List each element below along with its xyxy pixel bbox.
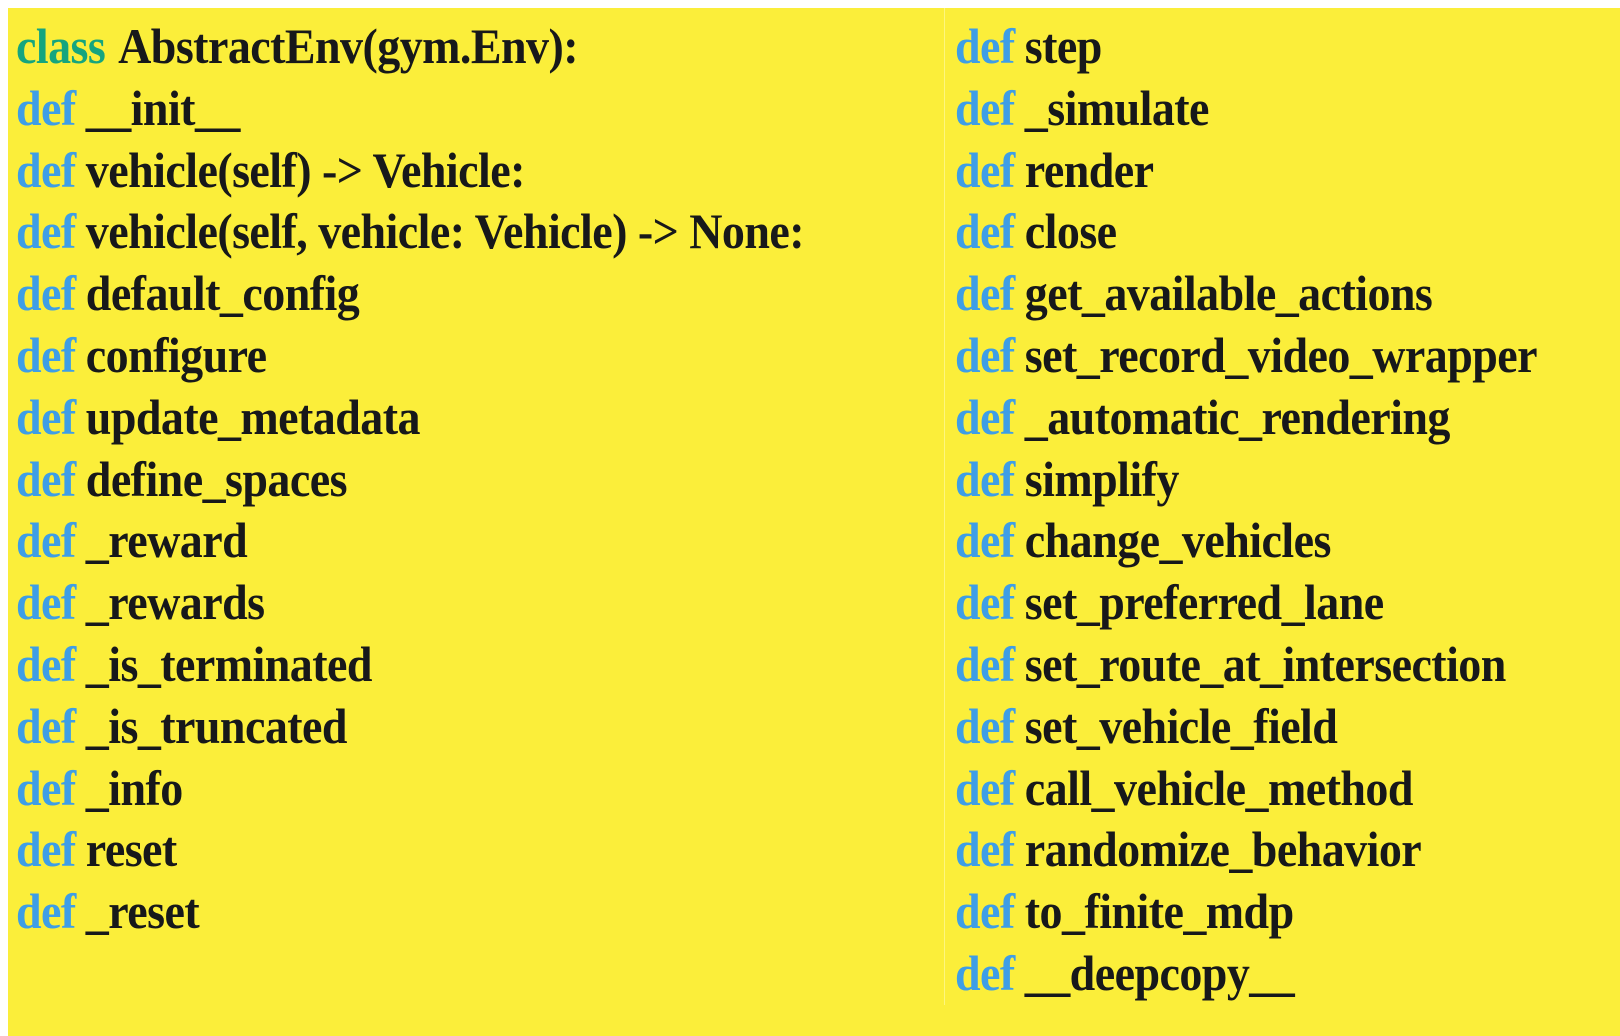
keyword-def: def <box>16 759 76 816</box>
method-signature: _rewards <box>85 574 265 631</box>
method-signature: to_finite_mdp <box>1024 883 1294 940</box>
keyword-def: def <box>16 141 76 198</box>
keyword-def: def <box>16 265 76 322</box>
keyword-def: def <box>16 450 76 507</box>
code-line[interactable]: def_simulate <box>955 78 1567 140</box>
method-signature: _info <box>85 759 183 816</box>
method-signature: _simulate <box>1024 79 1210 136</box>
keyword-def: def <box>955 883 1015 940</box>
method-signature: _automatic_rendering <box>1024 388 1451 445</box>
keyword-def: def <box>16 883 76 940</box>
code-line[interactable]: def_rewards <box>16 572 870 634</box>
keyword-class: class <box>16 18 106 74</box>
method-signature: vehicle(self) -> Vehicle: <box>85 141 526 198</box>
method-signature: update_metadata <box>85 388 421 445</box>
keyword-def: def <box>955 326 1015 383</box>
code-line[interactable]: def__deepcopy__ <box>955 943 1567 1005</box>
keyword-def: def <box>955 574 1015 631</box>
code-line[interactable]: def_automatic_rendering <box>955 387 1567 449</box>
method-signature: step <box>1024 18 1103 74</box>
keyword-def: def <box>955 18 1015 74</box>
keyword-def: def <box>955 635 1015 692</box>
keyword-def: def <box>16 574 76 631</box>
code-line[interactable]: def_is_truncated <box>16 696 870 758</box>
method-signature: close <box>1024 203 1117 260</box>
method-signature: set_vehicle_field <box>1024 697 1338 754</box>
method-signature: render <box>1024 141 1154 198</box>
keyword-def: def <box>955 821 1015 878</box>
keyword-def: def <box>16 79 76 136</box>
keyword-def: def <box>955 388 1015 445</box>
keyword-def: def <box>955 512 1015 569</box>
keyword-def: def <box>955 450 1015 507</box>
method-signature: simplify <box>1024 450 1180 507</box>
keyword-def: def <box>955 141 1015 198</box>
method-signature: _is_truncated <box>85 697 348 754</box>
keyword-def: def <box>955 759 1015 816</box>
method-signature: call_vehicle_method <box>1024 759 1414 816</box>
method-signature: set_record_video_wrapper <box>1024 326 1538 383</box>
method-signature: vehicle(self, vehicle: Vehicle) -> None: <box>85 203 805 260</box>
code-line[interactable]: def_info <box>16 758 870 820</box>
code-line[interactable]: def__init__ <box>16 78 870 140</box>
keyword-def: def <box>955 944 1015 1001</box>
method-signature: define_spaces <box>85 450 348 507</box>
keyword-def: def <box>16 697 76 754</box>
method-signature: reset <box>85 821 177 878</box>
class-signature: AbstractEnv(gym.Env): <box>118 18 579 74</box>
keyword-def: def <box>16 821 76 878</box>
method-signature: set_preferred_lane <box>1024 574 1384 631</box>
method-signature: change_vehicles <box>1024 512 1332 569</box>
method-signature: get_available_actions <box>1024 265 1433 322</box>
method-signature: __deepcopy__ <box>1024 944 1295 1001</box>
method-signature: __init__ <box>85 79 241 136</box>
keyword-def: def <box>955 697 1015 754</box>
keyword-def: def <box>955 79 1015 136</box>
method-signature: randomize_behavior <box>1024 821 1422 878</box>
code-line[interactable]: def_reward <box>16 510 870 572</box>
method-signature: _reward <box>85 512 248 569</box>
keyword-def: def <box>955 203 1015 260</box>
keyword-def: def <box>16 635 76 692</box>
keyword-def: def <box>16 203 76 260</box>
method-signature: default_config <box>85 265 360 322</box>
keyword-def: def <box>16 326 76 383</box>
method-signature: set_route_at_intersection <box>1024 635 1507 692</box>
keyword-def: def <box>955 265 1015 322</box>
method-signature: _reset <box>85 883 200 940</box>
method-signature: _is_terminated <box>85 635 373 692</box>
method-signature: configure <box>85 326 267 383</box>
code-line[interactable]: def_is_terminated <box>16 634 870 696</box>
keyword-def: def <box>16 388 76 445</box>
keyword-def: def <box>16 512 76 569</box>
code-line[interactable]: def_reset <box>16 881 870 943</box>
